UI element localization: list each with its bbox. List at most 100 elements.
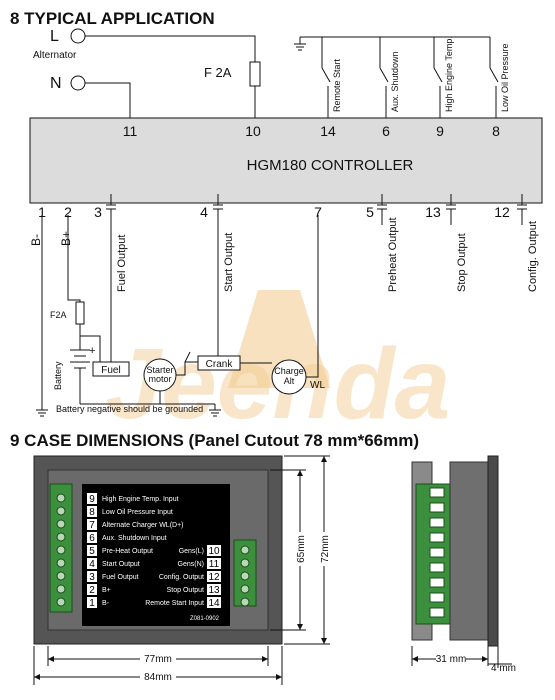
right-screw-icon [240, 584, 250, 594]
right-terminal-num-box [207, 597, 221, 608]
switch-label-1: Remote Start [332, 58, 342, 112]
starter-motor-label-2: motor [148, 374, 171, 384]
right-terminal-label: Remote Start Input [145, 600, 204, 607]
bottom-terminal-4: 4 [200, 204, 208, 220]
output-label-1: Fuel Output [116, 235, 128, 292]
dim-84-bg [140, 670, 176, 682]
left-terminal-num-box [87, 519, 97, 530]
height-extension-lines [270, 455, 330, 645]
output-contact-1-icon [106, 194, 116, 225]
right-screw-group [240, 545, 250, 607]
output-contact-2-icon [213, 194, 223, 225]
n-wire [85, 82, 131, 118]
side-slot-icon [429, 562, 445, 573]
n-terminal-icon [70, 75, 86, 91]
front-label-plate [82, 484, 230, 626]
output-contact-4-icon [446, 194, 456, 225]
side-slot-icon [429, 577, 445, 588]
side-slot-icon [429, 517, 445, 528]
top-terminal-10: 10 [245, 123, 261, 139]
left-screw-icon [56, 493, 66, 503]
side-slot-icon [429, 592, 445, 603]
b-plus-label: B+ [59, 231, 73, 246]
left-terminal-num-box [87, 597, 97, 608]
crank-switch-icon [184, 351, 191, 363]
starter-motor-label-1: Starter [146, 365, 173, 375]
top-terminal-9: 9 [436, 123, 444, 139]
left-terminal-label: B+ [102, 587, 111, 594]
dim-77-bg [140, 652, 176, 664]
side-view [411, 455, 499, 647]
b-minus-ground-icon [36, 404, 48, 417]
section-9-title: 9 CASE DIMENSIONS (Panel Cutout 78 mm*66… [10, 431, 419, 450]
battery-fuse-icon [75, 301, 85, 325]
side-bezel [487, 455, 499, 647]
bottom-terminal-3: 3 [94, 204, 102, 220]
crank-relay-label: Crank [206, 359, 234, 370]
switch-2-icon [379, 37, 389, 118]
battery-fuse-label: F2A [50, 310, 67, 320]
left-terminal-num: 8 [89, 507, 95, 518]
right-terminal-num-box [207, 558, 221, 569]
output-contact-5-icon [517, 194, 527, 225]
left-terminal-num: 5 [89, 546, 95, 557]
battery-plus-label: + [89, 345, 95, 357]
wl-label: WL [310, 380, 325, 391]
switch-label-4: Low Oil Pressure [500, 43, 510, 112]
left-terminal-num: 2 [89, 585, 95, 596]
dim-77mm: 77mm [144, 654, 172, 665]
left-screw-icon [56, 584, 66, 594]
left-terminal-num-box [87, 571, 97, 582]
switch-label-2: Aux. Shutdown [390, 51, 400, 112]
output-label-4: Stop Output [456, 233, 468, 292]
input-l-label: L [50, 28, 59, 45]
left-terminal-label: Alternate Charger WL(D+) [102, 522, 184, 529]
right-screw-icon [240, 571, 250, 581]
right-terminal-num: 11 [209, 559, 220, 570]
side-slot-icon [429, 532, 445, 543]
left-terminal-label: Aux. Shutdown Input [102, 535, 167, 542]
left-screw-icon [56, 545, 66, 555]
left-terminal-num-box [87, 584, 97, 595]
controller-box [29, 117, 543, 204]
section-8-title: 8 TYPICAL APPLICATION [10, 9, 215, 28]
left-terminal-label: B- [102, 600, 110, 607]
charge-alt-label-2: Alt [284, 376, 295, 386]
bottom-terminal-13: 13 [425, 204, 441, 220]
left-terminal-num-box [87, 506, 97, 517]
bottom-terminal-12: 12 [494, 204, 510, 220]
charge-alt-label-1: Charge [274, 366, 304, 376]
right-terminal-label: Config. Output [159, 574, 204, 581]
input-n-label: N [50, 75, 62, 92]
bottom-terminal-2: 2 [64, 204, 72, 220]
right-terminal-num: 13 [208, 585, 220, 596]
right-terminal-num: 14 [208, 598, 220, 609]
top-terminal-14: 14 [320, 123, 336, 139]
left-screw-group [56, 493, 66, 607]
switch-3-icon [433, 37, 443, 118]
left-screw-icon [56, 506, 66, 516]
left-terminal-label: Fuel Output [102, 574, 139, 581]
dim-31-bg [436, 652, 466, 664]
left-terminal-num-box [87, 532, 97, 543]
left-screw-icon [56, 558, 66, 568]
ground-note: Battery negative should be grounded [56, 404, 203, 414]
switch-label-3: High Engine Temp. [444, 36, 454, 112]
battery-label: Battery [53, 361, 63, 390]
output-contact-3-icon [377, 194, 387, 225]
dim-31mm: 31 mm [436, 654, 467, 665]
right-terminal-num: 10 [208, 546, 220, 557]
top-terminal-8: 8 [492, 123, 500, 139]
output-label-3: Preheat Output [387, 217, 399, 292]
switch-group: Remote Start Aux. Shutdown High Engine Tem… [321, 36, 510, 118]
left-terminal-num: 7 [89, 520, 95, 531]
dim-84mm: 84mm [144, 672, 172, 683]
right-terminal-num-box [207, 545, 221, 556]
left-screw-icon [56, 597, 66, 607]
right-terminal-label: Stop Output [167, 587, 204, 594]
